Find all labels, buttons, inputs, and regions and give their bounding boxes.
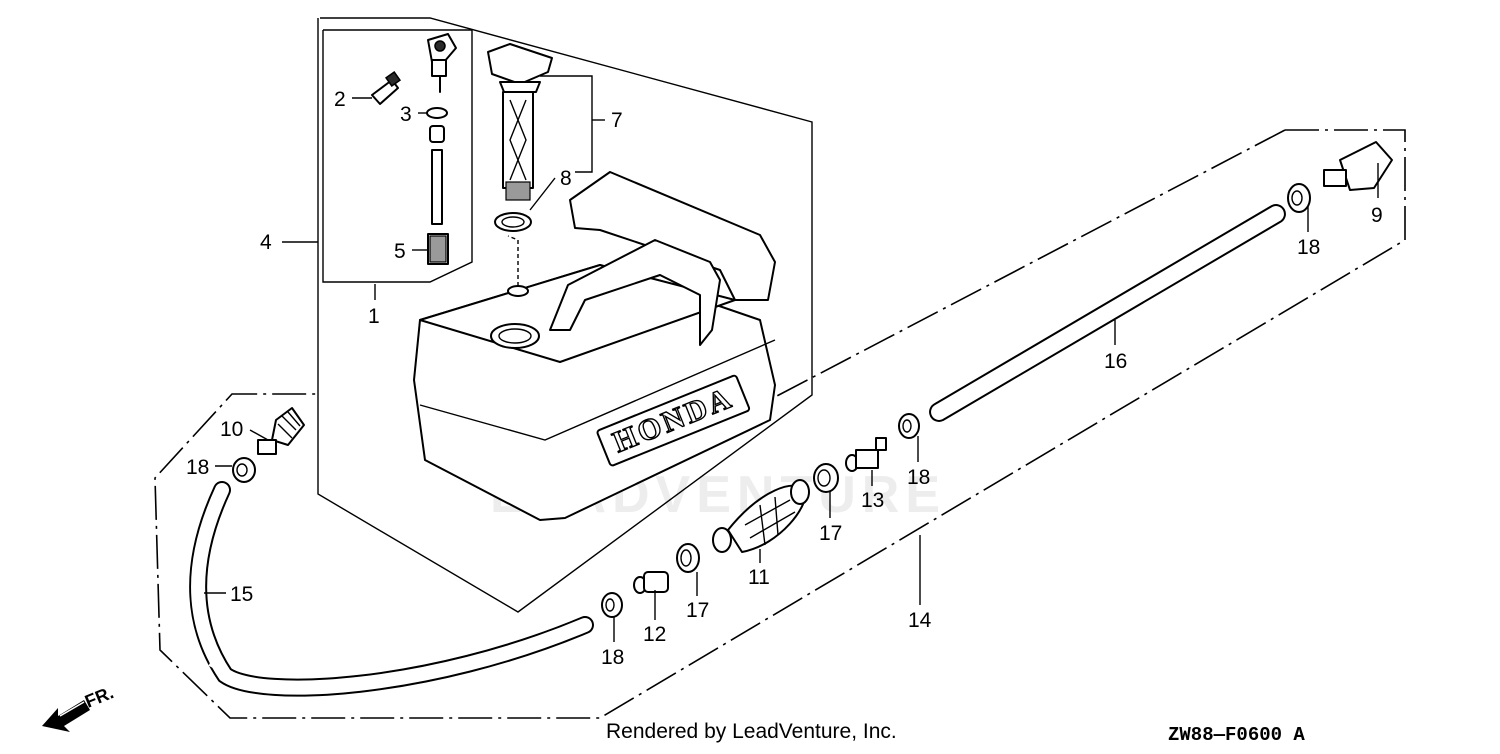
fitting-2: [371, 70, 402, 105]
fuel-tank: HONDA: [413, 171, 776, 521]
callout-9: 9: [1371, 204, 1383, 227]
clip-18-right: [1287, 183, 1311, 213]
strainer-5: [427, 233, 449, 265]
fuel-gauge-7: [487, 43, 553, 201]
callout-18-right: 18: [1297, 236, 1320, 259]
fuel-line-group-outline: [154, 129, 1406, 719]
callout-4: 4: [260, 231, 272, 254]
callout-8: 8: [560, 167, 572, 190]
callout-18-lower: 18: [601, 646, 624, 669]
valve-12: [633, 571, 669, 594]
callout-14: 14: [908, 609, 932, 632]
tank-group-outline: [317, 17, 813, 613]
connector-10: [257, 407, 305, 455]
hose-16: [929, 204, 1286, 422]
rendered-by-credit: Rendered by LeadVenture, Inc.: [606, 720, 897, 743]
clip-18-left: [232, 457, 256, 483]
callout-17-lower: 17: [686, 599, 709, 622]
diagram-code: ZW88—F0600 A: [1168, 724, 1305, 746]
callout-16: 16: [1104, 350, 1127, 373]
clip-17-upper: [813, 463, 839, 493]
callout-2: 2: [334, 88, 346, 111]
callout-1: 1: [368, 305, 380, 328]
callout-15: 15: [230, 583, 253, 606]
callout-7: 7: [611, 109, 623, 132]
fitting-13: [845, 437, 887, 472]
connector-9: [1323, 141, 1393, 191]
nut: [429, 125, 445, 143]
primer-bulb-11: [712, 479, 810, 553]
washer-3: [426, 107, 448, 119]
clip-18-lower: [601, 592, 623, 618]
front-direction-label: FR.: [82, 682, 116, 711]
callout-10: 10: [220, 418, 243, 441]
clip-17-lower: [676, 543, 700, 573]
leader-lines: [204, 75, 1379, 642]
callout-18-left: 18: [186, 456, 209, 479]
callout-11: 11: [748, 566, 770, 589]
front-direction-arrow: [42, 700, 90, 732]
gasket-8: [494, 212, 532, 232]
callout-18-mid: 18: [907, 466, 930, 489]
callout-13: 13: [861, 489, 884, 512]
fuel-cock-top: [427, 33, 457, 93]
clip-18-mid: [898, 413, 920, 439]
pickup-kit-outline: [322, 29, 473, 283]
callout-17-upper: 17: [819, 522, 842, 545]
callout-12: 12: [643, 623, 666, 646]
callout-5: 5: [394, 240, 406, 263]
callout-3: 3: [400, 103, 412, 126]
pickup-tube: [431, 149, 443, 225]
